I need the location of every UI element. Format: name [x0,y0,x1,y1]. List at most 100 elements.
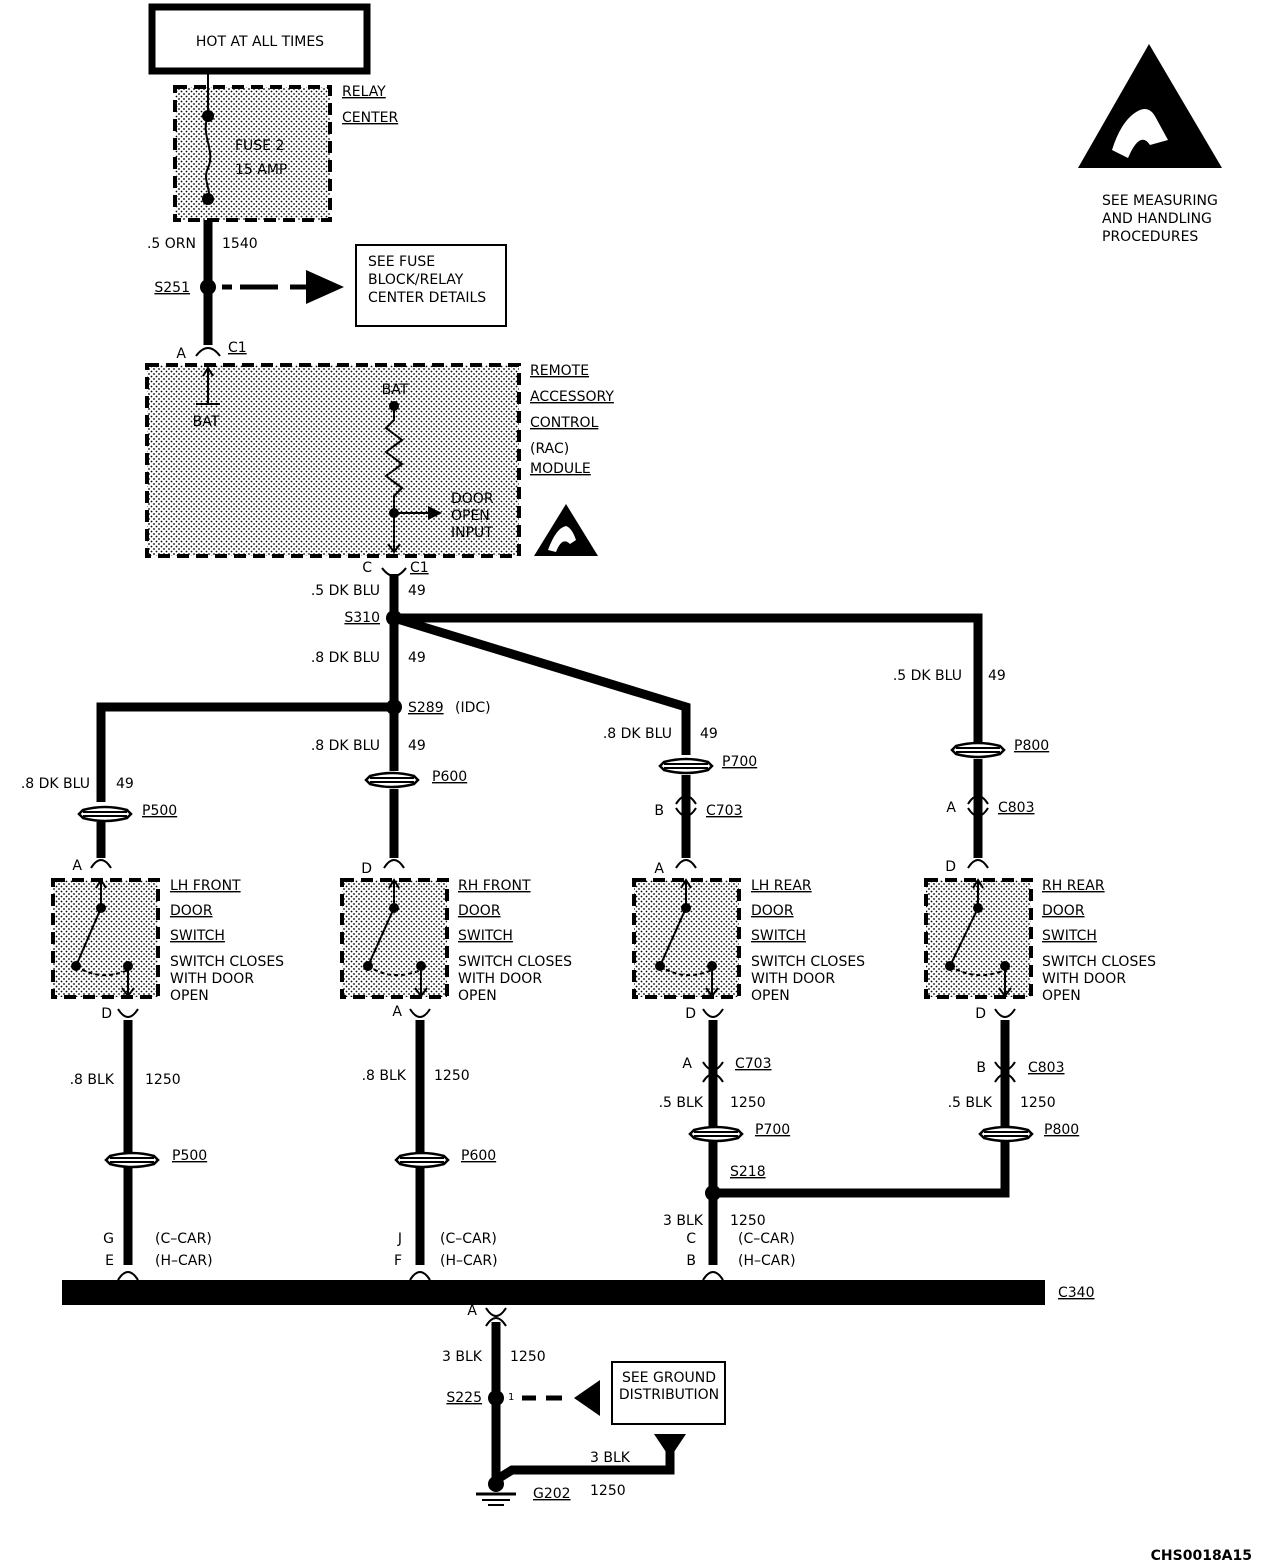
lhf-pin-c: G [103,1231,114,1247]
lhr-wire-top: .8 DK BLU [603,726,672,742]
rhf-wire-bot: .8 BLK [362,1068,407,1084]
rhf-h-car: (H–CAR) [440,1253,498,1269]
rhr-pin-in: D [945,859,956,875]
rhf-pass-top: P600 [432,769,467,785]
ground-ref-box [611,1361,726,1425]
c340-pin: A [467,1303,477,1319]
rhr-pass-bot: P800 [1044,1122,1079,1138]
lhf-note-2: WITH DOOR [170,971,254,987]
rac-out-color: .5 DK BLU [311,583,380,599]
rhf-note-1: SWITCH CLOSES [458,954,572,970]
esd-warning-icon [1078,44,1222,168]
ground-ref-line-2: DISTRIBUTION [619,1387,719,1403]
lhf-pin-h: E [105,1253,114,1269]
esd-line-2: AND HANDLING [1102,211,1212,227]
fuse-ref-box: SEE FUSE BLOCK/RELAY CENTER DETAILS [355,244,507,327]
lhf-circuit-bot: 1250 [145,1072,181,1088]
rhr-wire-bot: .5 BLK [948,1095,993,1111]
lhr-name-1: LH REAR [751,878,812,894]
rhf-name-3: SWITCH [458,928,513,944]
rac-pin-bottom: C [362,560,372,576]
rhf-pin-c: J [397,1231,402,1247]
lhr-note-1: SWITCH CLOSES [751,954,865,970]
rhf-pass-bot: P600 [461,1148,496,1164]
lhr-conn-pin-top: B [654,803,664,819]
lhf-pin-out: D [101,1006,112,1022]
lhf-name-1: LH FRONT [170,878,241,894]
footer-code: CHS0018A15 [1151,1548,1252,1564]
rac-bat-right: BAT [382,382,409,398]
ground-section: 3 BLK 1250 S225 1 SEE GROUND DISTRIBUTIO… [442,1322,726,1506]
rhr-pin-out: D [975,1006,986,1022]
s289-note: (IDC) [455,700,491,716]
s218-junction: S218 3 BLK 1250 C B (C–CAR) (H–CAR) [663,1164,796,1281]
rac-conn-top: C1 [228,340,247,356]
rac-name-1: REMOTE [530,363,589,379]
rac-bat-left: BAT [193,414,220,430]
rhr-name-1: RH REAR [1042,878,1105,894]
lhr-pin-in: A [654,861,664,877]
lhf-wire-top: .8 DK BLU [21,776,90,792]
relay-center-label-2: CENTER [342,110,398,126]
ground-ref-arrow-icon [574,1380,600,1416]
rh-rear-branch: .5 DK BLU 49 P800 A C803 D RH REAR DOOR … [713,668,1156,1198]
relay-center-label-1: RELAY [342,84,386,100]
fuse-label-2: 15 AMP [235,162,287,178]
hot-label: HOT AT ALL TIMES [196,34,324,50]
lhr-conn-pin-bot: A [682,1056,692,1072]
rhf-circuit-bot: 1250 [434,1068,470,1084]
ground-wire-color: 3 BLK [442,1349,483,1365]
rac-conn-bottom: C1 [410,560,429,576]
g202-circuit: 1250 [590,1483,626,1499]
s218-wire: 3 BLK [663,1213,704,1229]
s218-pin-h: B [686,1253,696,1269]
fuse-wire-color: .5 ORN [147,236,196,252]
fuse-ref-line-1: SEE FUSE [368,254,435,270]
rac-name-3: CONTROL [530,415,599,431]
lhr-pin-out: D [685,1006,696,1022]
rhr-circuit-bot: 1250 [1020,1095,1056,1111]
rac-input-2: OPEN [451,508,490,524]
rac-output-wire: .5 DK BLU 49 S310 .8 DK BLU 49 [311,574,426,707]
s218-splice [705,1185,721,1201]
rac-name-2: ACCESSORY [530,389,614,405]
lhf-note-1: SWITCH CLOSES [170,954,284,970]
ground-connector-icon [654,1434,686,1458]
esd-line-3: PROCEDURES [1102,229,1198,245]
lhr-conn-bot: C703 [735,1056,772,1072]
rhf-name-1: RH FRONT [458,878,531,894]
rhr-conn-pin-bot: B [976,1060,986,1076]
lhr-name-2: DOOR [751,903,794,919]
rhr-note-3: OPEN [1042,988,1081,1004]
s218-h-car: (H–CAR) [738,1253,796,1269]
fuse-ref-arrow-icon [306,270,344,304]
s310-label: S310 [344,610,380,626]
s225-pin: 1 [508,1392,514,1403]
lhf-circuit-top: 49 [116,776,134,792]
c340-label: C340 [1058,1285,1095,1301]
rac-name-4: (RAC) [530,441,569,457]
s218-label: S218 [730,1164,766,1180]
fuse-label-1: FUSE 2 [235,138,284,154]
rhf-c-car: (C–CAR) [440,1231,497,1247]
lhf-note-3: OPEN [170,988,209,1004]
s218-pin-c: C [686,1231,696,1247]
lhr-circuit-top: 49 [700,726,718,742]
fuse-wire-circuit: 1540 [222,236,258,252]
lhr-conn-top: C703 [706,803,743,819]
fuse-ref-line-3: CENTER DETAILS [368,290,486,306]
trunk-circuit: 49 [408,650,426,666]
rhf-note-3: OPEN [458,988,497,1004]
g202-wire: 3 BLK [590,1450,631,1466]
lhr-pass-top: P700 [722,754,757,770]
rhr-name-3: SWITCH [1042,928,1097,944]
rhr-circuit-top: 49 [988,668,1006,684]
rac-module: A C1 BAT BAT DOOR OPEN INPUT REMOTE ACCE… [145,340,614,577]
rhf-pin-h: F [394,1253,402,1269]
rhf-name-2: DOOR [458,903,501,919]
rh-front-branch: .8 DK BLU 49 P600 D RH FRONT DOOR SWITCH… [311,738,572,1281]
lhr-name-3: SWITCH [751,928,806,944]
lhf-pass-bot: P500 [172,1148,207,1164]
rac-out-circuit: 49 [408,583,426,599]
